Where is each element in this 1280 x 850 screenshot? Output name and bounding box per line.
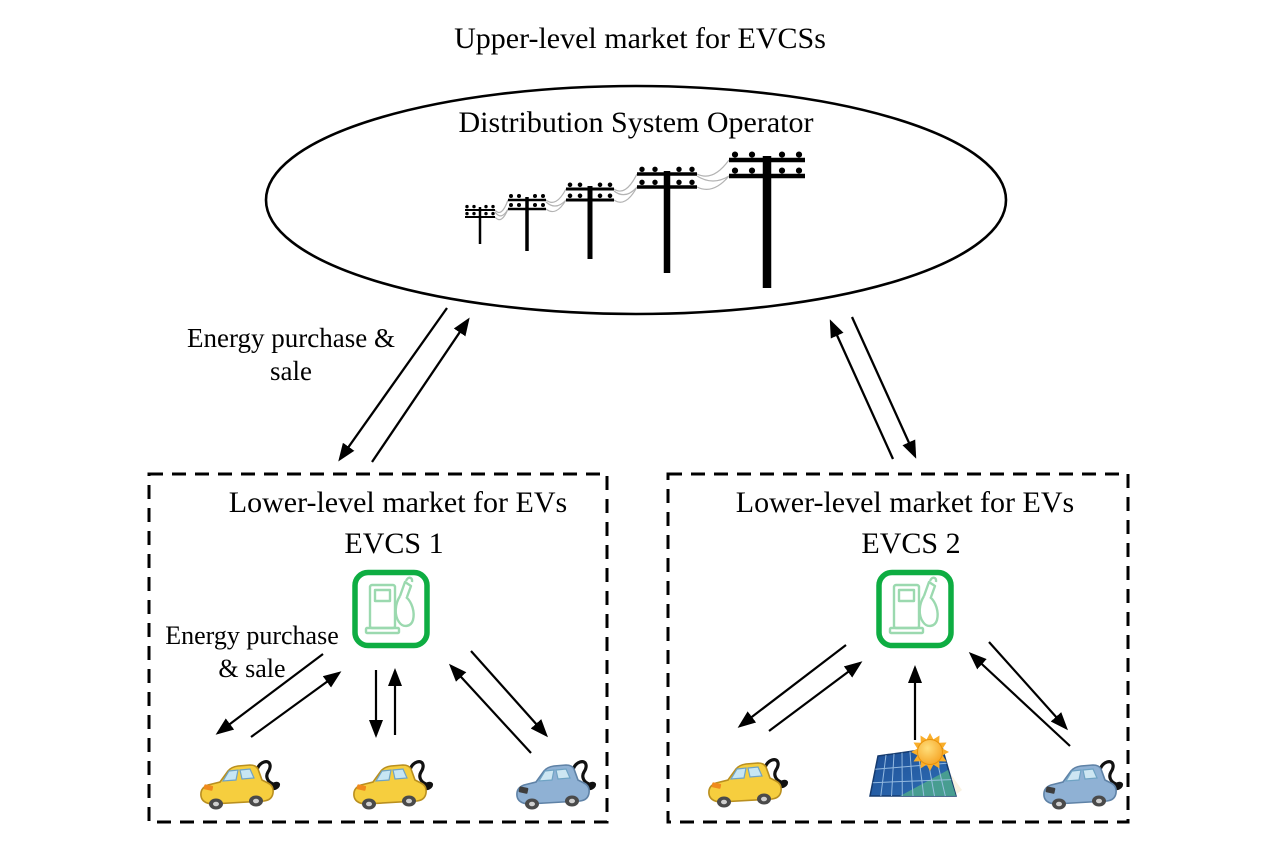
evcs1-ev2-arrows xyxy=(369,668,402,738)
dso-market-link-label: Energy purchase & sale xyxy=(187,322,395,388)
lower-market-box-2 xyxy=(666,472,1130,824)
evcs2-ev1-arrows xyxy=(737,644,863,732)
dso-market-link-label-line2: sale xyxy=(270,355,312,386)
yellow-ev-with-charging-cable-icon xyxy=(708,758,789,808)
dso-ellipse xyxy=(264,84,1008,316)
dso-market2-arrows xyxy=(829,316,917,460)
power-transmission-lines-icon xyxy=(465,151,805,288)
dso-label: Distribution System Operator xyxy=(458,106,814,139)
dso-market1-arrows xyxy=(338,307,470,463)
upper-market-title: Upper-level market for EVCSs xyxy=(454,22,826,55)
yellow-ev-with-charging-cable-icon xyxy=(200,760,281,810)
station-ev-link-label-line2: & sale xyxy=(218,653,286,683)
evcs2-label: EVCS 2 xyxy=(861,527,961,560)
ev-charging-station-icon xyxy=(876,569,954,649)
station-ev-link-label-line1: Energy purchase xyxy=(165,621,339,650)
yellow-ev-with-charging-cable-icon xyxy=(353,760,434,810)
evcs2-ev2-arrows xyxy=(968,641,1071,747)
blue-ev-with-charging-cable-icon xyxy=(1043,760,1124,810)
ev-charging-station-icon xyxy=(352,569,430,649)
lower-market-heading-2: Lower-level market for EVs xyxy=(735,486,1075,519)
evcs1-ev1-arrows xyxy=(215,653,342,738)
evcs1-ev3-arrows xyxy=(448,650,548,754)
station-ev-link-label: Energy purchase & sale xyxy=(165,620,339,685)
evcs1-label: EVCS 1 xyxy=(344,527,444,560)
dso-market-link-label-line1: Energy purchase & xyxy=(187,323,395,353)
blue-ev-with-charging-cable-icon xyxy=(516,760,597,810)
solar-panel-with-sun-icon xyxy=(869,733,962,797)
lower-market-box-1 xyxy=(147,472,609,824)
lower-market-heading-1: Lower-level market for EVs xyxy=(228,486,568,519)
